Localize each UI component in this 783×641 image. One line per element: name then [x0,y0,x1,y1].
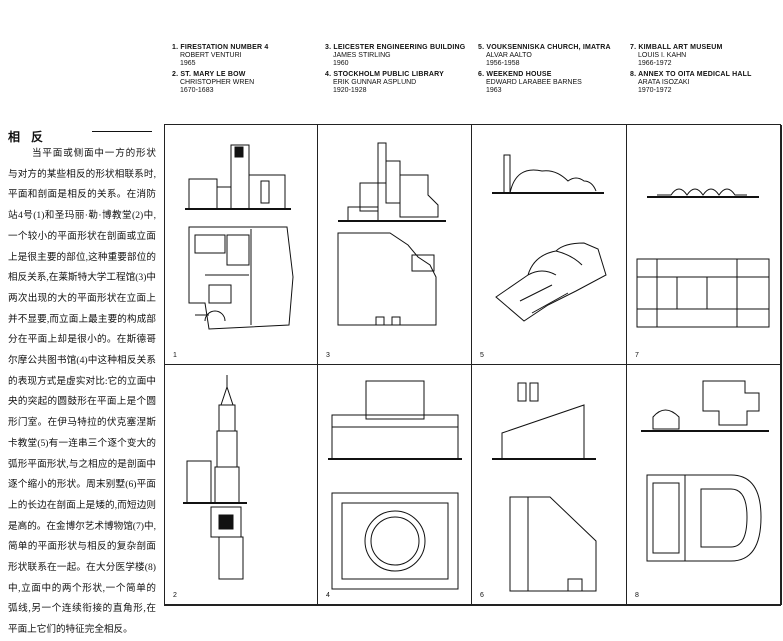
kimball-drawing [636,188,770,328]
plate-7: 7 [627,125,782,365]
section-body: 当平面或侧面中一方的形状与对方的某些相反的形状相联系时,平面和剖面是相反的关系。… [8,148,156,636]
legend-title: 8. ANNEX TO OITA MEDICAL HALL [630,71,752,78]
legend-title: 1. FIRESTATION NUMBER 4 [172,44,269,51]
weekend-house-drawing [492,382,597,592]
legend-architect: ARATA ISOZAKI [638,79,690,86]
legend-architect: CHRISTOPHER WREN [180,79,255,86]
plate-number: 2 [173,592,177,599]
legend-title: 3. LEICESTER ENGINEERING BUILDING [325,44,466,51]
legend-title: 5. VOUKSENNISKA CHURCH, IMATRA [478,44,611,51]
firestation-drawing [185,144,294,330]
legend-title: 6. WEEKEND HOUSE [478,71,552,78]
plate-4: 4 [318,365,472,605]
legend-years: 1963 [486,87,502,94]
plate-number: 5 [480,352,484,359]
plate-5: 5 [472,125,627,365]
plate-2: 2 [165,365,318,605]
plate-8: 8 [627,365,782,605]
legend-years: 1965 [180,60,196,67]
heading-rule [92,131,152,132]
legend-title: 2. ST. MARY LE BOW [172,71,246,78]
plate-number: 4 [326,592,330,599]
plate-1: 1 [165,125,318,365]
legend-title: 4. STOCKHOLM PUBLIC LIBRARY [325,71,444,78]
plate-number: 6 [480,592,484,599]
plate-6: 6 [472,365,627,605]
plate-3: 3 [318,125,472,365]
legend-architect: ROBERT VENTURI [180,52,242,59]
legend-years: 1956-1958 [486,60,520,67]
legend-years: 1920-1928 [333,87,367,94]
legend-architect: EDWARD LARABEE BARNES [486,79,582,86]
legend-years: 1670-1683 [180,87,214,94]
vuoksenniska-drawing [492,154,607,322]
legend-years: 1960 [333,60,349,67]
plate-number: 3 [326,352,330,359]
plate-number: 7 [635,352,639,359]
section-heading: 相 反 [8,130,48,144]
legend-architect: ERIK GUNNAR ASPLUND [333,79,417,86]
legend-architect: LOUIS I. KAHN [638,52,687,59]
oita-medical-hall-drawing [641,380,769,562]
plates-grid: 1 3 5 [164,124,782,606]
legend-years: 1966-1972 [638,60,672,67]
legend-architect: ALVAR AALTO [486,52,532,59]
leicester-drawing [337,142,446,326]
text-column: 相 反 当平面或侧面中一方的形状与对方的某些相反的形状相联系时,平面和剖面是相反… [8,128,156,635]
stockholm-library-drawing [328,380,462,590]
legend-title: 7. KIMBALL ART MUSEUM [630,44,723,51]
plate-number: 8 [635,592,639,599]
legend-architect: JAMES STIRLING [333,52,391,59]
plate-number: 1 [173,352,177,359]
legend-years: 1970-1972 [638,87,672,94]
st-mary-le-bow-drawing [183,375,247,580]
